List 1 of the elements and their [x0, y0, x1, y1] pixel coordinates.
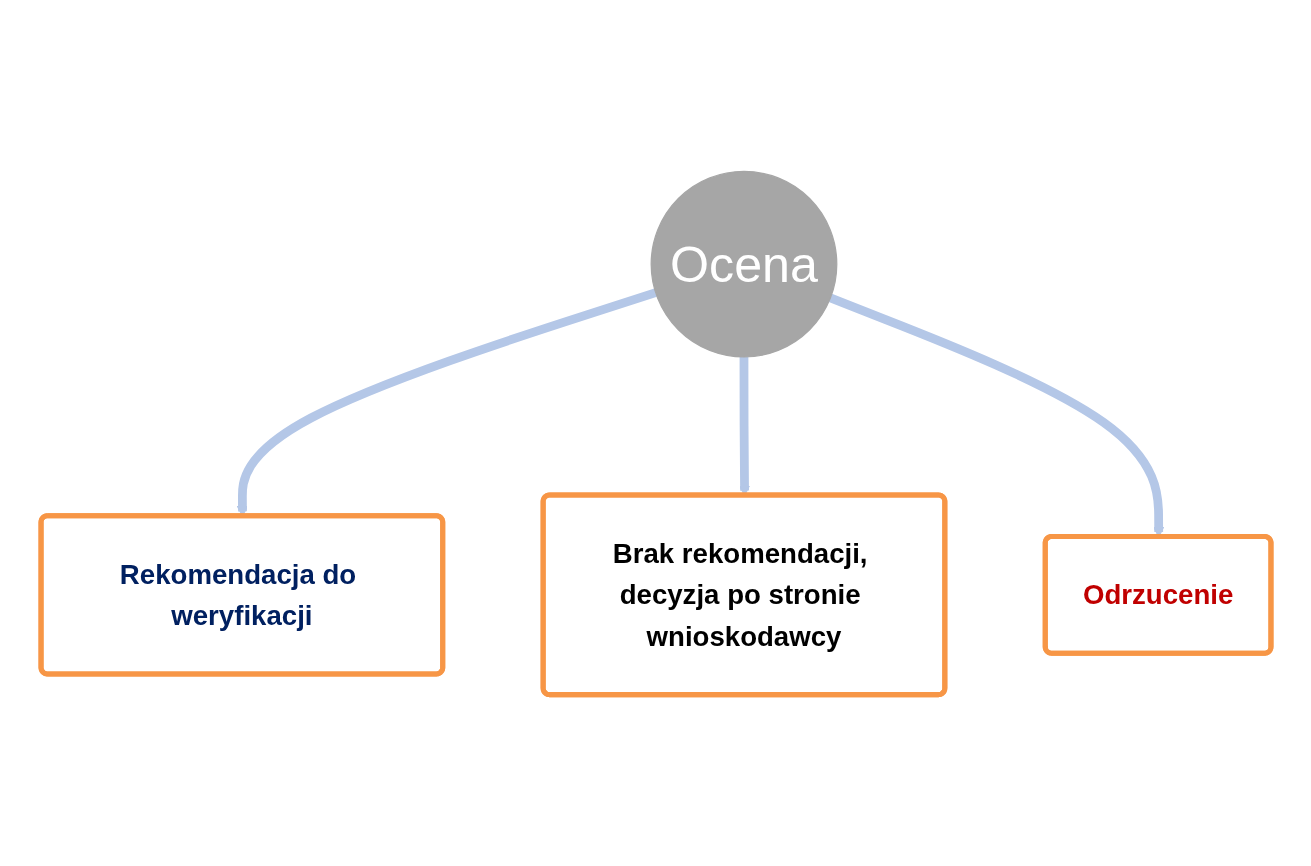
node-circle: Ocena	[650, 170, 837, 358]
